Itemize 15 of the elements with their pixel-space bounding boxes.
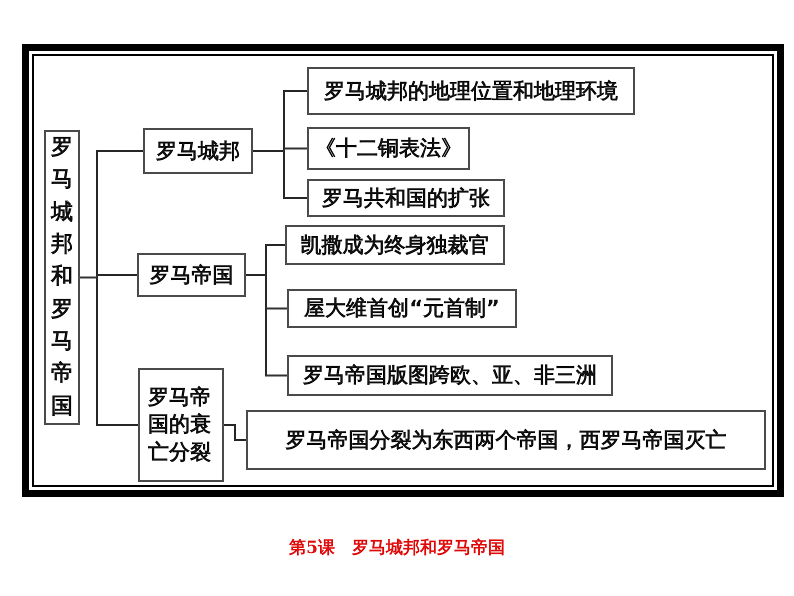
caption: 第5课 罗马城邦和罗马帝国: [288, 537, 506, 559]
topic-box: 屋大维首创“元首制”: [287, 289, 517, 328]
topic-box: 罗马城邦的地理位置和地理环境: [307, 67, 635, 115]
topic-box: 《十二铜表法》: [307, 127, 470, 170]
topic-box: 罗马帝国的衰亡分裂: [138, 368, 224, 482]
connector-line: [80, 276, 138, 426]
topic-box: 罗马共和国的扩张: [307, 179, 505, 217]
topic-box: 凯撒成为终身独裁官: [285, 225, 505, 265]
topic-box: 罗马帝国版图跨欧、亚、非三洲: [287, 355, 613, 396]
topic-box: 罗马帝国: [137, 253, 246, 297]
topic-box: 罗马帝国分裂为东西两个帝国，西罗马帝国灭亡: [246, 410, 766, 470]
connector-line: [246, 274, 287, 376]
vertical-title-box: 罗马城邦和罗马帝国: [44, 130, 80, 425]
topic-box: 罗马城邦: [143, 128, 253, 174]
connector-line: [224, 424, 246, 441]
